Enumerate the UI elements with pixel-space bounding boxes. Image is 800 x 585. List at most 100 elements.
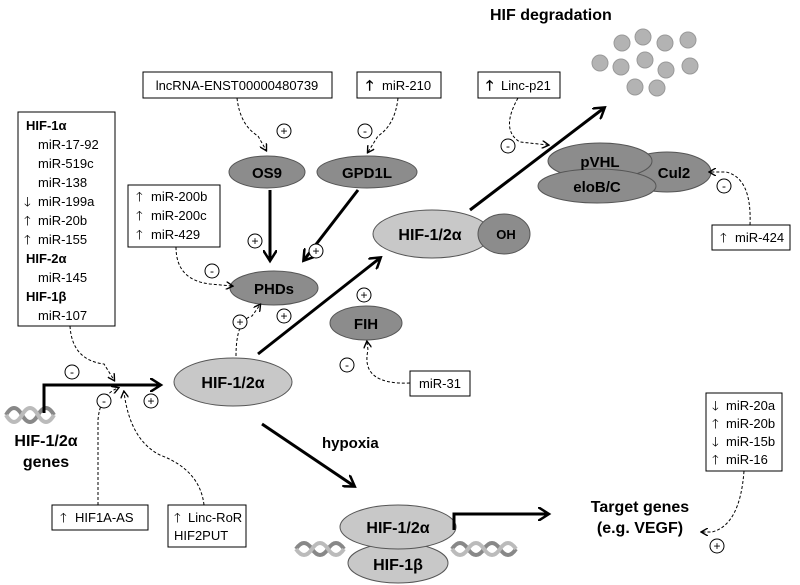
mir20a-label: miR-20a: [726, 398, 776, 413]
hif-center-node: HIF-1/2α: [173, 357, 293, 407]
vhl-complex: pVHL eloB/C Cul2: [537, 142, 712, 204]
hif1a-heading: HIF-1α: [26, 118, 67, 133]
up-arrow-icon: 🡑: [136, 227, 143, 242]
mir31-box: miR-31: [409, 370, 471, 397]
plus-sign-icon: +: [276, 308, 292, 324]
svg-text:+: +: [280, 124, 287, 138]
os9-label: OS9: [252, 165, 282, 182]
up-arrow-icon: 🡑: [136, 189, 143, 204]
list-item: miR-138: [38, 175, 87, 190]
regulation-signs: + - - - + + - + + + - - - + +: [64, 123, 732, 554]
list-item: miR-519c: [38, 156, 94, 171]
list-item: miR-155: [38, 232, 87, 247]
svg-text:-: -: [363, 124, 367, 138]
minus-sign-icon: -: [64, 364, 80, 380]
up-arrow-icon: 🡑: [24, 232, 31, 247]
hif-oh-node: HIF-1/2α OH: [372, 209, 531, 259]
svg-text:+: +: [251, 234, 258, 248]
up-arrow-icon: 🡑: [486, 77, 493, 93]
mir200c-label: miR-200c: [151, 208, 207, 223]
os9-node: OS9: [228, 155, 306, 189]
hif-dna-complex: HIF-1/2α HIF-1β: [339, 504, 457, 584]
hypoxia-label: hypoxia: [322, 435, 379, 452]
svg-text:+: +: [236, 315, 243, 329]
svg-text:+: +: [360, 288, 367, 302]
up-arrow-icon: 🡑: [24, 213, 31, 228]
down-arrow-icon: 🡓: [24, 194, 31, 209]
plus-sign-icon: +: [308, 243, 324, 259]
elob-label: eloB/C: [573, 179, 621, 196]
svg-text:-: -: [722, 179, 726, 193]
hif1b-heading: HIF-1β: [26, 289, 67, 304]
mir16-label: miR-16: [726, 452, 768, 467]
svg-text:-: -: [345, 358, 349, 372]
degradation-dots: [591, 28, 699, 97]
svg-text:+: +: [312, 244, 319, 258]
linc-ror-label: Linc-RoR: [188, 510, 242, 525]
mir31-label: miR-31: [419, 376, 461, 391]
up-arrow-icon: 🡑: [720, 230, 727, 245]
dashed-arrows: [69, 97, 751, 532]
minus-sign-icon: -: [204, 263, 220, 279]
svg-text:-: -: [210, 264, 214, 278]
minus-sign-icon: -: [339, 357, 355, 373]
up-arrow-icon: 🡑: [136, 208, 143, 223]
phds-node: PHDs: [229, 270, 319, 306]
svg-text:+: +: [280, 309, 287, 323]
lncrna-ens-box: lncRNA-ENST00000480739: [142, 71, 333, 99]
hif1b-label: HIF-1β: [373, 557, 423, 574]
fih-node: FIH: [329, 305, 403, 341]
gpd1l-node: GPD1L: [316, 155, 418, 189]
list-item: miR-20b: [38, 213, 87, 228]
fih-label: FIH: [354, 316, 378, 333]
hif-center-label: HIF-1/2α: [201, 375, 264, 392]
left-mirna-list: HIF-1α miR-17-92 miR-519c miR-138 🡓 miR-…: [17, 111, 116, 327]
up-arrow-icon: 🡑: [60, 510, 67, 525]
dna-helix-bottom-icon: [294, 541, 518, 557]
svg-text:+: +: [713, 539, 720, 553]
hif1a-as-label: HIF1A-AS: [75, 510, 134, 525]
list-item: miR-145: [38, 270, 87, 285]
plus-sign-icon: +: [143, 393, 159, 409]
svg-text:-: -: [70, 365, 74, 379]
mir200-box: 🡑 miR-200b 🡑 miR-200c 🡑 miR-429: [127, 184, 221, 248]
plus-sign-icon: +: [247, 233, 263, 249]
hif-degradation-title: HIF degradation: [490, 7, 612, 24]
hif2put-label: HIF2PUT: [174, 528, 228, 543]
up-arrow-icon: 🡑: [712, 452, 719, 467]
mir424-box: 🡑 miR-424: [711, 224, 791, 251]
hif2a-heading: HIF-2α: [26, 251, 67, 266]
mir20b-label: miR-20b: [726, 416, 775, 431]
svg-text:-: -: [506, 139, 510, 153]
target-genes-label-2: (e.g. VEGF): [597, 520, 683, 537]
linc-p21-label: Linc-p21: [501, 78, 551, 93]
dna-helix-left-icon: [4, 406, 56, 424]
hif-oh-label: HIF-1/2α: [398, 227, 461, 244]
gpd1l-label: GPD1L: [342, 165, 392, 182]
solid-arrows: [42, 108, 604, 530]
list-item: miR-107: [38, 308, 87, 323]
minus-sign-icon: -: [500, 138, 516, 154]
up-arrow-icon: 🡑: [712, 416, 719, 431]
mir15b-label: miR-15b: [726, 434, 775, 449]
mir210-box: 🡑 miR-210: [356, 71, 442, 99]
target-mirna-box: 🡓 miR-20a 🡑 miR-20b 🡓 miR-15b 🡑 miR-16: [705, 392, 783, 472]
hif-genes-label-2: genes: [23, 454, 69, 471]
hif1a-as-box: 🡑 HIF1A-AS: [51, 504, 149, 531]
linc-ror-box: 🡑 Linc-RoR HIF2PUT: [167, 504, 247, 548]
pvhl-label: pVHL: [580, 154, 619, 171]
linc-p21-box: 🡑 Linc-p21: [477, 71, 561, 99]
cul2-label: Cul2: [658, 165, 691, 182]
phds-label: PHDs: [254, 281, 294, 298]
mir424-label: miR-424: [735, 230, 784, 245]
hif-dna-label: HIF-1/2α: [366, 520, 429, 537]
list-item: miR-17-92: [38, 137, 99, 152]
svg-text:-: -: [102, 394, 106, 408]
plus-sign-icon: +: [276, 123, 292, 139]
plus-sign-icon: +: [232, 314, 248, 330]
minus-sign-icon: -: [357, 123, 373, 139]
list-item: miR-199a: [38, 194, 95, 209]
down-arrow-icon: 🡓: [712, 434, 719, 449]
down-arrow-icon: 🡓: [712, 398, 719, 413]
